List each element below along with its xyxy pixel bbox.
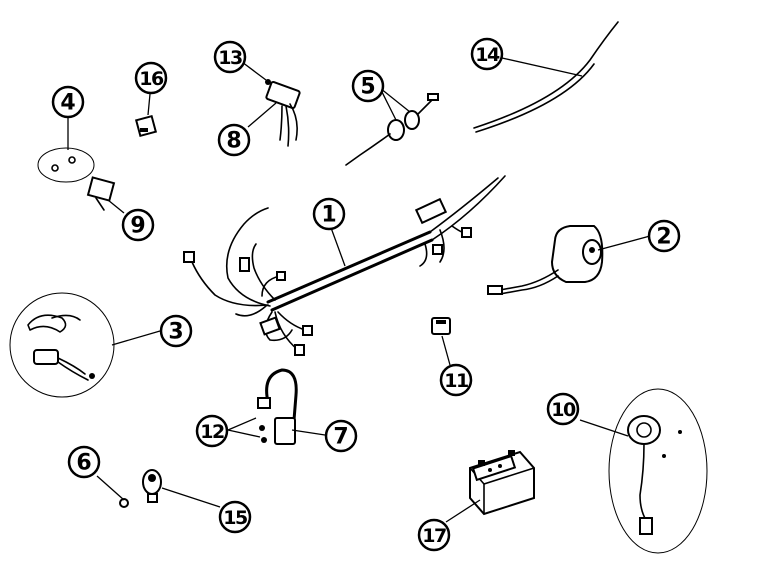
callout-7-label: 7 (333, 425, 348, 450)
callout-11-label: 11 (444, 370, 468, 392)
part-small-clip-group (37, 147, 95, 183)
callout-15-label: 15 (223, 507, 247, 529)
callout-6: 6 (67, 445, 101, 479)
callout-16: 16 (134, 61, 168, 95)
callout-7: 7 (324, 419, 358, 453)
callout-4-label: 4 (60, 91, 75, 116)
callout-13: 13 (213, 40, 247, 74)
part-indicator (142, 469, 162, 503)
part-ignition-key (345, 93, 439, 166)
callout-16-label: 16 (139, 68, 164, 90)
part-ignition-coil (257, 368, 298, 445)
callout-8-label: 8 (226, 129, 241, 154)
leader-lines (67, 57, 651, 523)
callout-6-label: 6 (76, 451, 91, 476)
part-plug-cap (259, 425, 265, 431)
part-bracket (86, 176, 116, 211)
callout-11: 11 (439, 363, 473, 397)
part-terminal-group (9, 292, 115, 398)
callout-17-label: 17 (422, 525, 446, 547)
part-wiring-harness (183, 175, 506, 356)
callout-15: 15 (218, 500, 252, 534)
callout-10-label: 10 (551, 399, 576, 421)
callout-4: 4 (51, 85, 85, 119)
callout-3: 3 (159, 314, 193, 348)
part-connector (265, 79, 271, 85)
callout-2-label: 2 (656, 225, 671, 250)
callout-3-label: 3 (168, 320, 183, 345)
part-cable (473, 21, 619, 133)
callout-9-label: 9 (130, 214, 145, 239)
part-horn-group (608, 388, 708, 554)
callout-9: 9 (121, 208, 155, 242)
part-handlebar-switch (487, 225, 604, 295)
callout-17: 17 (417, 518, 451, 552)
callout-5-label: 5 (360, 75, 375, 100)
part-screw (119, 498, 129, 508)
callout-14-label: 14 (475, 44, 500, 66)
part-fuse-holder (134, 114, 158, 138)
callout-2: 2 (647, 219, 681, 253)
callout-8: 8 (217, 123, 251, 157)
callout-5: 5 (351, 69, 385, 103)
part-cdi-unit (265, 80, 301, 147)
callout-10: 10 (546, 392, 580, 426)
callout-12: 12 (195, 414, 229, 448)
callout-13-label: 13 (218, 47, 242, 69)
part-relay (431, 317, 451, 335)
callout-1-label: 1 (321, 203, 336, 228)
callout-1: 1 (312, 197, 346, 231)
callout-14: 14 (470, 37, 504, 71)
part-battery (469, 450, 535, 516)
callout-12-label: 12 (200, 421, 224, 443)
